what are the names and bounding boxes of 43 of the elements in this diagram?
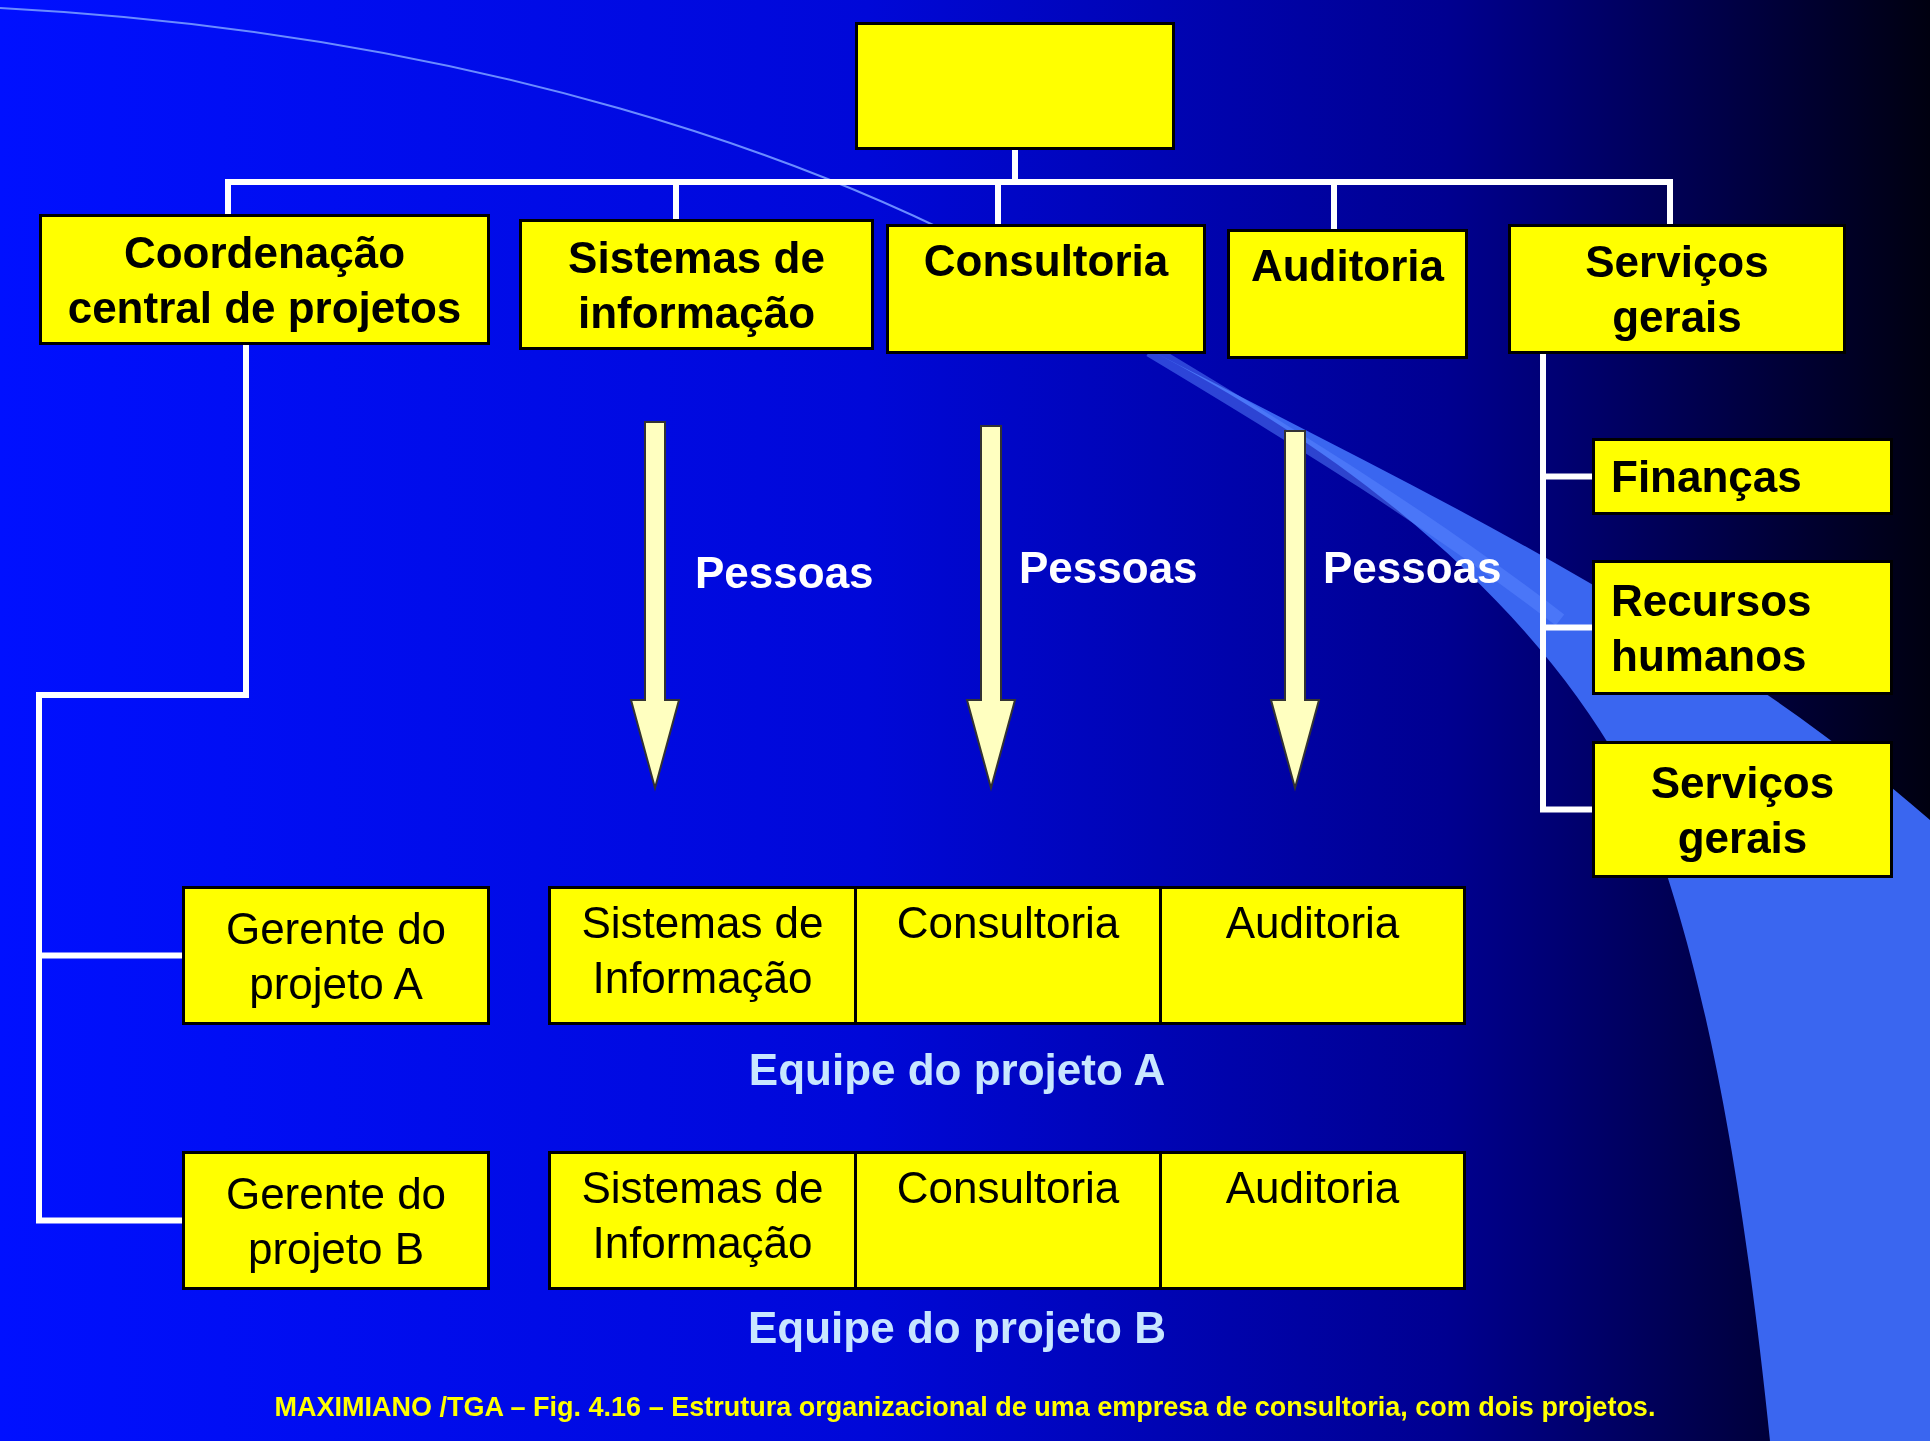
- box-text: Serviços gerais: [1584, 236, 1770, 343]
- org-box: [548, 1151, 857, 1290]
- box-text: Sistemas de Informação: [580, 897, 825, 1004]
- org-box: [854, 886, 1162, 1025]
- block-arrow: [965, 425, 1017, 792]
- team-label: Equipe do projeto A: [748, 1045, 1166, 1095]
- org-box: [1592, 438, 1893, 515]
- box-text: Coordenação central de projetos: [66, 226, 463, 334]
- empty-box: [855, 22, 1175, 150]
- edge-label: Pessoas: [1323, 543, 1502, 593]
- org-box: [1227, 229, 1468, 359]
- org-box: [1159, 886, 1466, 1025]
- org-box: [519, 219, 874, 350]
- box-text: Sistemas de informação: [567, 231, 826, 339]
- box-text: Auditoria: [1250, 240, 1445, 292]
- org-box: [1508, 224, 1846, 354]
- org-box: [548, 886, 857, 1025]
- org-box: [182, 1151, 490, 1290]
- box-text: Serviços gerais: [1649, 756, 1836, 864]
- box-text: Gerente do projeto A: [224, 902, 448, 1010]
- edge-label: Pessoas: [695, 548, 874, 598]
- org-box: [182, 886, 490, 1025]
- box-text: Sistemas de Informação: [580, 1162, 825, 1269]
- org-box: [886, 224, 1206, 354]
- box-text: Gerente do projeto B: [224, 1167, 448, 1275]
- block-arrow: [1269, 430, 1321, 792]
- box-text: Consultoria: [923, 235, 1169, 287]
- box-text: Consultoria: [896, 897, 1120, 949]
- org-box: [1592, 741, 1893, 878]
- edge-label: Pessoas: [1019, 543, 1198, 593]
- org-box: [1159, 1151, 1466, 1290]
- block-arrow: [629, 421, 681, 792]
- figure-caption: MAXIMIANO /TGA – Fig. 4.16 – Estrutura organizacional de uma empresa de consultoria, com dois projetos.: [273, 1392, 1657, 1423]
- box-text: Recursos humanos: [1611, 574, 1813, 682]
- box-text: Finanças: [1611, 451, 1802, 503]
- box-text: Auditoria: [1225, 1162, 1400, 1214]
- org-box: [1592, 560, 1893, 695]
- box-text: Consultoria: [896, 1162, 1120, 1214]
- team-label: Equipe do projeto B: [748, 1303, 1166, 1353]
- org-box: [39, 214, 490, 345]
- org-box: [854, 1151, 1162, 1290]
- connector-line: [1540, 354, 1592, 813]
- box-text: Auditoria: [1225, 897, 1400, 949]
